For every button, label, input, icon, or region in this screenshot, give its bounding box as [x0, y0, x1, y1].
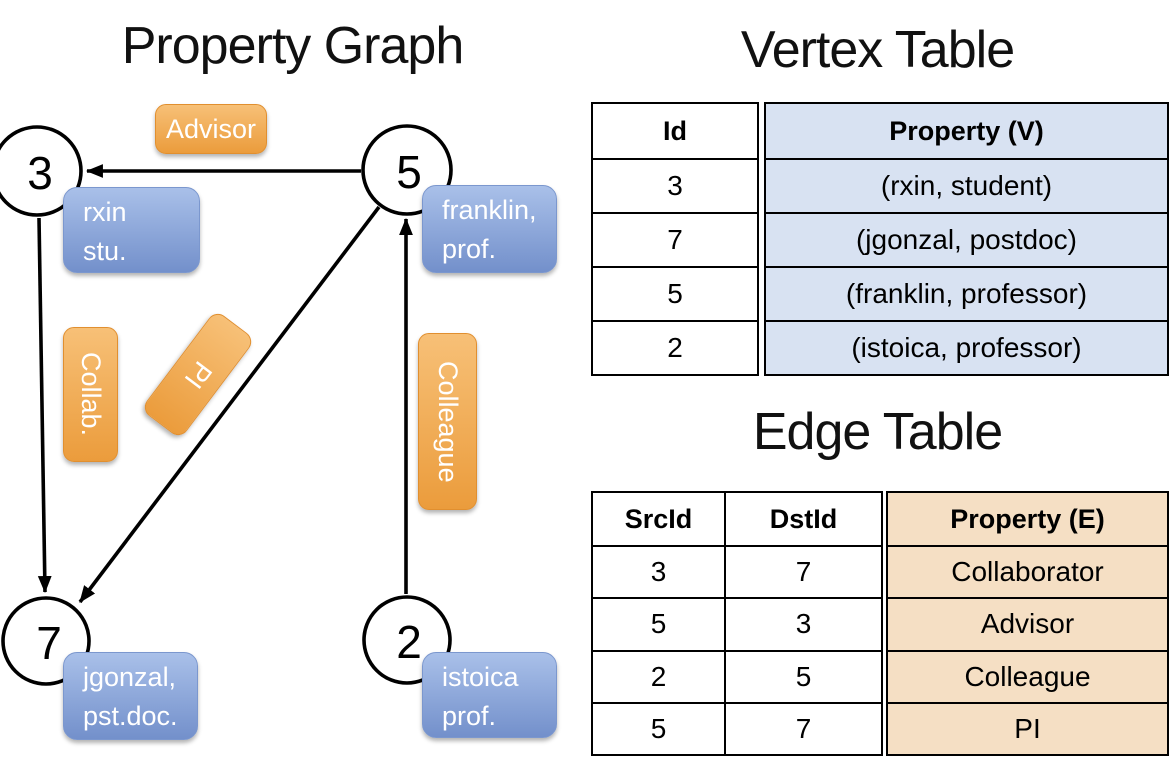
- edge-table-header-property: Property (E): [888, 493, 1167, 546]
- edge-table-dst-cell: 3: [724, 597, 881, 650]
- vertex-table-property-cell: (franklin, professor): [766, 266, 1167, 320]
- edge-label-advisor: Advisor: [155, 104, 267, 154]
- edge-collab-arrow: [37, 217, 52, 594]
- vertex-property-box-istoica: istoica prof.: [422, 652, 557, 738]
- vertex-id-2: 2: [396, 616, 422, 668]
- edge-table-dst-cell: 7: [724, 545, 881, 598]
- edge-table-dst-cell: 5: [724, 649, 881, 702]
- edge-table-header-srcid: SrcId: [624, 503, 693, 534]
- property-graph-title: Property Graph: [121, 17, 465, 75]
- edge-table-src-cell: 3: [593, 545, 724, 597]
- edge-table-src-cell: 2: [593, 649, 724, 702]
- vertex-id-7: 7: [36, 617, 62, 669]
- edge-table-property-cell: PI: [888, 701, 1167, 754]
- edge-table-header-dstid: DstId: [724, 493, 881, 546]
- edge-table-src-cell: 5: [593, 701, 724, 754]
- edge-table-dst-cell: 7: [724, 701, 881, 754]
- edge-table-src-dst-columns: SrcId DstId 3 7 5 3 2 5 5 7: [591, 491, 883, 756]
- vertex-table-id-cell: 2: [593, 320, 757, 374]
- vertex-property-box-jgonzal: jgonzal, pst.doc.: [63, 652, 198, 740]
- edge-table-property-cell: Colleague: [888, 649, 1167, 702]
- vertex-circle-3: [0, 125, 83, 217]
- vertex-table-id-cell: 7: [593, 212, 757, 266]
- edge-table-property-column: Property (E) Collaborator Advisor Collea…: [886, 491, 1169, 756]
- vertex-table-id-cell: 5: [593, 266, 757, 320]
- vertex-table-property-column: Property (V) (rxin, student) (jgonzal, p…: [764, 102, 1169, 376]
- edge-pi-arrow: [78, 205, 381, 604]
- edge-table-src-cell: 5: [593, 597, 724, 649]
- vertex-property-box-rxin: rxin stu.: [63, 187, 200, 273]
- edge-table-property-cell: Advisor: [888, 597, 1167, 650]
- vertex-table-id-column: Id 3 7 5 2: [591, 102, 759, 376]
- vertex-table-id-cell: 3: [593, 158, 757, 212]
- edge-table-property-cell: Collaborator: [888, 545, 1167, 598]
- vertex-id-5: 5: [396, 146, 422, 198]
- vertex-table-title: Vertex Table: [740, 21, 1015, 79]
- vertex-table-header-id: Id: [663, 115, 687, 146]
- edge-label-colleague: Colleague: [418, 333, 477, 510]
- vertex-id-3: 3: [27, 147, 53, 199]
- vertex-table-header-property: Property (V): [766, 104, 1167, 158]
- vertex-table-property-cell: (jgonzal, postdoc): [766, 212, 1167, 266]
- vertex-property-box-franklin: franklin, prof.: [422, 185, 557, 273]
- vertex-table-property-cell: (istoica, professor): [766, 320, 1167, 374]
- vertex-table-property-cell: (rxin, student): [766, 158, 1167, 212]
- edge-table-title: Edge Table: [752, 403, 1003, 461]
- edge-label-collab: Collab.: [63, 327, 118, 462]
